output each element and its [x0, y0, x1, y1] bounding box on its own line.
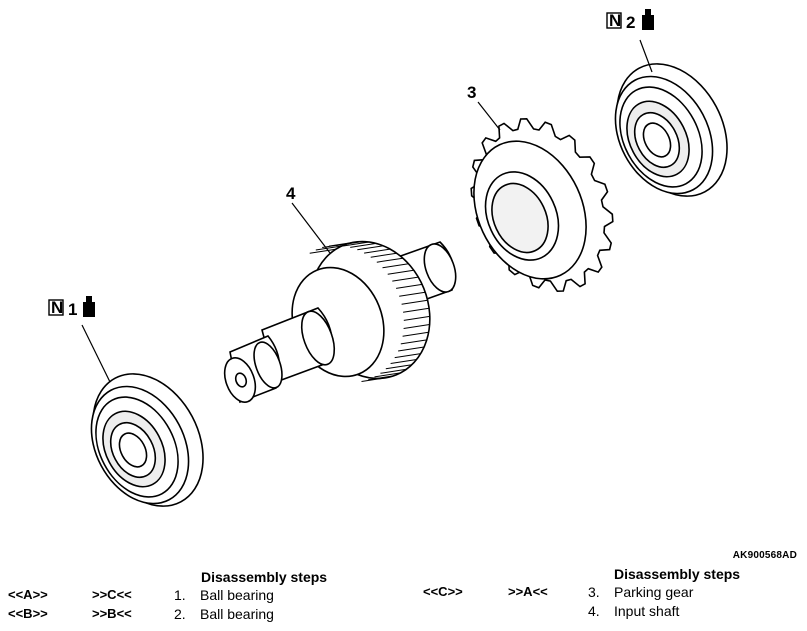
new-part-marker-letter-2: N — [609, 11, 621, 30]
left-row-2-install-tag: >>B<< — [92, 606, 132, 621]
gear-tooth-line — [376, 257, 403, 263]
parking-gear — [470, 117, 614, 293]
gear-tooth-line — [398, 346, 425, 352]
callout-number-3: 3 — [467, 83, 476, 102]
lubricant-icon-1 — [83, 296, 95, 317]
gear-tooth-line — [403, 324, 430, 329]
step-number: 2. — [174, 606, 186, 622]
right-row-1-removal-tag: <<C>> — [423, 584, 463, 599]
gear-tooth-line — [399, 291, 426, 297]
lubricant-icon-2 — [642, 9, 654, 30]
gear-tooth-line — [343, 241, 370, 247]
gear-tooth-line — [403, 307, 430, 313]
gear-tooth-line — [396, 283, 423, 289]
right-steps-title: Disassembly steps — [614, 566, 741, 582]
left-row-1-step: 1. Ball bearing — [174, 587, 274, 603]
new-part-marker-2 — [606, 12, 622, 29]
exploded-view-diagram: N 1 N 2 3 4 — [48, 9, 728, 507]
leader-line-4 — [291, 202, 331, 254]
gear-tooth-line — [392, 276, 419, 282]
step-number: 4. — [588, 603, 600, 619]
gear-tooth-line — [361, 377, 388, 382]
input-shaft — [223, 240, 457, 404]
callout-number-4: 4 — [286, 184, 296, 203]
gear-tooth-line — [385, 364, 412, 370]
leader-line-2 — [639, 39, 653, 73]
gear-tooth-line — [368, 375, 395, 381]
gear-tooth-line — [390, 359, 417, 364]
gear-tooth-line — [350, 242, 377, 248]
left-row-1-install-tag: >>C<< — [92, 587, 132, 602]
callout-number-2: 2 — [626, 13, 635, 32]
callout-number-1: 1 — [68, 300, 77, 319]
gear-tooth-line — [380, 368, 407, 374]
step-name: Ball bearing — [200, 606, 274, 622]
gear-tooth-line — [403, 315, 430, 321]
gear-tooth-line — [370, 252, 397, 258]
right-row-2-step: 4. Input shaft — [588, 603, 679, 619]
callout-1: N 1 — [48, 296, 95, 319]
ball-bearing-2 — [614, 63, 728, 197]
gear-tooth-line — [364, 248, 391, 254]
right-row-1-install-tag: >>A<< — [508, 584, 548, 599]
step-name: Input shaft — [614, 603, 680, 619]
gear-tooth-line — [387, 269, 414, 275]
leader-line-3 — [477, 101, 501, 131]
gear-tooth-line — [309, 248, 336, 254]
ball-bearing-1 — [90, 373, 204, 507]
new-part-marker-letter-1: N — [51, 298, 63, 317]
leader-line-1 — [81, 324, 111, 383]
gear-tooth-line — [401, 299, 428, 305]
gear-tooth-line — [357, 245, 384, 251]
left-steps-title: Disassembly steps — [201, 569, 328, 585]
left-row-1-removal-tag: <<A>> — [8, 587, 48, 602]
left-row-2-step: 2. Ball bearing — [174, 606, 274, 622]
gear-tooth-line — [402, 331, 429, 337]
gear-tooth-line — [400, 339, 427, 345]
new-part-marker-1 — [48, 299, 64, 316]
figure-reference-code: AK900568AD — [732, 550, 797, 561]
gear-tooth-line — [315, 245, 342, 251]
right-row-1-step: 3. Parking gear — [588, 584, 693, 600]
step-number: 1. — [174, 587, 186, 603]
step-number: 3. — [588, 584, 600, 600]
gear-tooth-line — [328, 241, 356, 247]
callout-2: N 2 — [606, 9, 654, 32]
gear-tooth-line — [335, 241, 363, 247]
gear-tooth-line — [394, 353, 421, 359]
step-name: Ball bearing — [200, 587, 274, 603]
gear-tooth-line — [382, 263, 409, 269]
step-name: Parking gear — [614, 584, 694, 600]
gear-tooth-line — [374, 372, 401, 378]
left-row-2-removal-tag: <<B>> — [8, 606, 48, 621]
